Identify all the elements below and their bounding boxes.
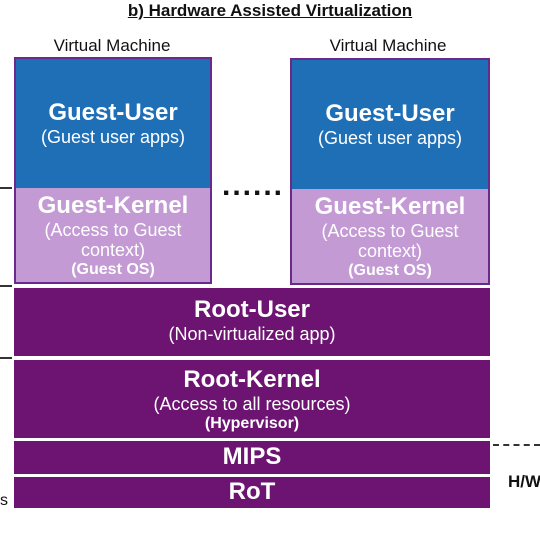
boundary-line-root-left — [0, 285, 12, 287]
boundary-line-hw-right — [493, 444, 540, 446]
boundary-line-guest-left — [0, 187, 12, 189]
mips-box: MIPS — [14, 441, 490, 474]
vm-ellipsis: ...... — [222, 169, 285, 202]
vm-right-guest-kernel-os: (Guest OS) — [348, 262, 432, 279]
vm-right-label: Virtual Machine — [329, 36, 447, 55]
diagram-title: b) Hardware Assisted Virtualization — [127, 1, 413, 20]
vm-left-guest-kernel-title: Guest-Kernel — [37, 192, 189, 219]
rot-label: RoT — [228, 478, 276, 505]
root-kernel-sub: (Access to all resources) — [153, 394, 351, 414]
vm-left-guest-user-sub: (Guest user apps) — [40, 127, 186, 147]
vm-right-guest-user-sub: (Guest user apps) — [317, 128, 463, 148]
vm-left-guest-user-box: Guest-User (Guest user apps) — [14, 57, 212, 188]
vm-right-guest-user-title: Guest-User — [325, 100, 455, 127]
root-kernel-title: Root-Kernel — [183, 366, 321, 393]
root-user-sub: (Non-virtualized app) — [168, 324, 336, 344]
root-kernel-os: (Hypervisor) — [204, 415, 300, 432]
vm-left-guest-kernel-sub1: (Access to Guest — [44, 220, 182, 240]
root-user-box: Root-User (Non-virtualized app) — [14, 288, 490, 356]
hw-label: H/W — [508, 472, 540, 491]
vm-left-guest-kernel-os: (Guest OS) — [71, 261, 155, 278]
left-edge-label: s — [0, 492, 8, 509]
vm-right-guest-user-box: Guest-User (Guest user apps) — [290, 58, 490, 189]
boundary-line-kernel-left — [0, 357, 12, 359]
vm-left-label: Virtual Machine — [53, 36, 171, 55]
vm-right-guest-kernel-sub1: (Access to Guest — [321, 221, 459, 241]
vm-left-guest-kernel-sub2: context) — [80, 240, 146, 260]
vm-right-guest-kernel-sub2: context) — [357, 241, 423, 261]
vm-right-guest-kernel-box: Guest-Kernel (Access to Guest context) (… — [290, 189, 490, 285]
rot-box: RoT — [14, 477, 490, 508]
vm-left-guest-kernel-box: Guest-Kernel (Access to Guest context) (… — [14, 188, 212, 284]
vm-right-guest-kernel-title: Guest-Kernel — [314, 193, 466, 220]
root-kernel-box: Root-Kernel (Access to all resources) (H… — [14, 360, 490, 438]
vm-left-guest-user-title: Guest-User — [48, 99, 178, 126]
mips-label: MIPS — [222, 443, 282, 470]
root-user-title: Root-User — [193, 296, 310, 323]
